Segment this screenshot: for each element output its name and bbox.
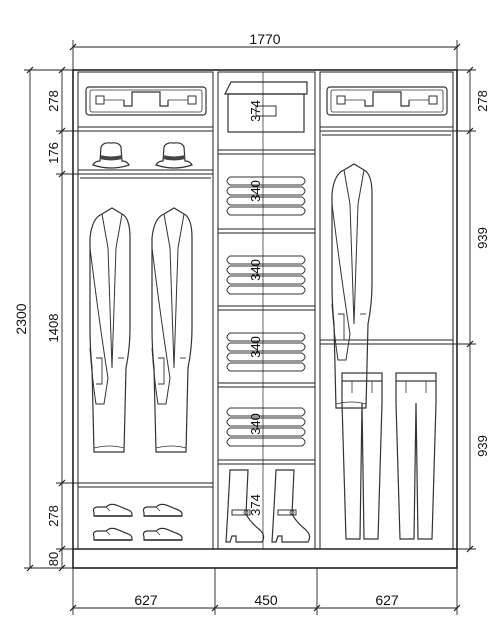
middle-shelf-1-label: 340 (248, 180, 263, 202)
middle-width-label: 450 (254, 592, 278, 608)
overall-height-label: 2300 (13, 303, 29, 334)
jacket-icon (89, 207, 131, 453)
middle-boots-label: 374 (248, 494, 263, 516)
left-width-label: 627 (134, 592, 158, 608)
jacket-icon (151, 207, 193, 453)
shelves (78, 126, 453, 488)
folded-towels-icon (226, 176, 306, 216)
hat-icon (92, 142, 130, 169)
middle-shelf-2-label: 340 (248, 259, 263, 281)
tick-marks (26, 43, 474, 612)
shoes-icon (92, 503, 133, 517)
folded-towels-icon (226, 332, 306, 372)
hat-icon (155, 142, 193, 169)
trousers-icon (341, 372, 383, 540)
plinth-label: 80 (46, 552, 61, 566)
folded-towels-icon (226, 407, 306, 447)
trousers-icon (395, 372, 437, 540)
left-hat-shelf-label: 176 (46, 142, 61, 164)
middle-shelf-4-label: 340 (248, 413, 263, 435)
shoes-icon (142, 503, 183, 517)
wardrobe-frame (72, 69, 458, 569)
storage-box-icon (224, 81, 308, 133)
middle-box-label: 374 (248, 100, 263, 122)
right-lower-hanging-label: 939 (475, 435, 490, 457)
suitcase-icon (85, 86, 207, 116)
right-top-shelf-label: 278 (475, 90, 490, 112)
folded-towels-icon (226, 255, 306, 295)
overall-width-label: 1770 (249, 31, 280, 47)
suitcase-icon (326, 86, 448, 116)
left-shoe-shelf-label: 278 (46, 505, 61, 527)
shoes-icon (142, 527, 183, 541)
middle-shelf-3-label: 340 (248, 336, 263, 358)
dimension-lines (24, 40, 476, 615)
left-hanging-label: 1408 (46, 314, 61, 343)
right-width-label: 627 (375, 592, 399, 608)
jacket-icon (331, 163, 373, 409)
boots-icon (271, 469, 311, 543)
left-top-shelf-label: 278 (46, 90, 61, 112)
shoes-icon (92, 527, 133, 541)
right-upper-hanging-label: 939 (475, 227, 490, 249)
